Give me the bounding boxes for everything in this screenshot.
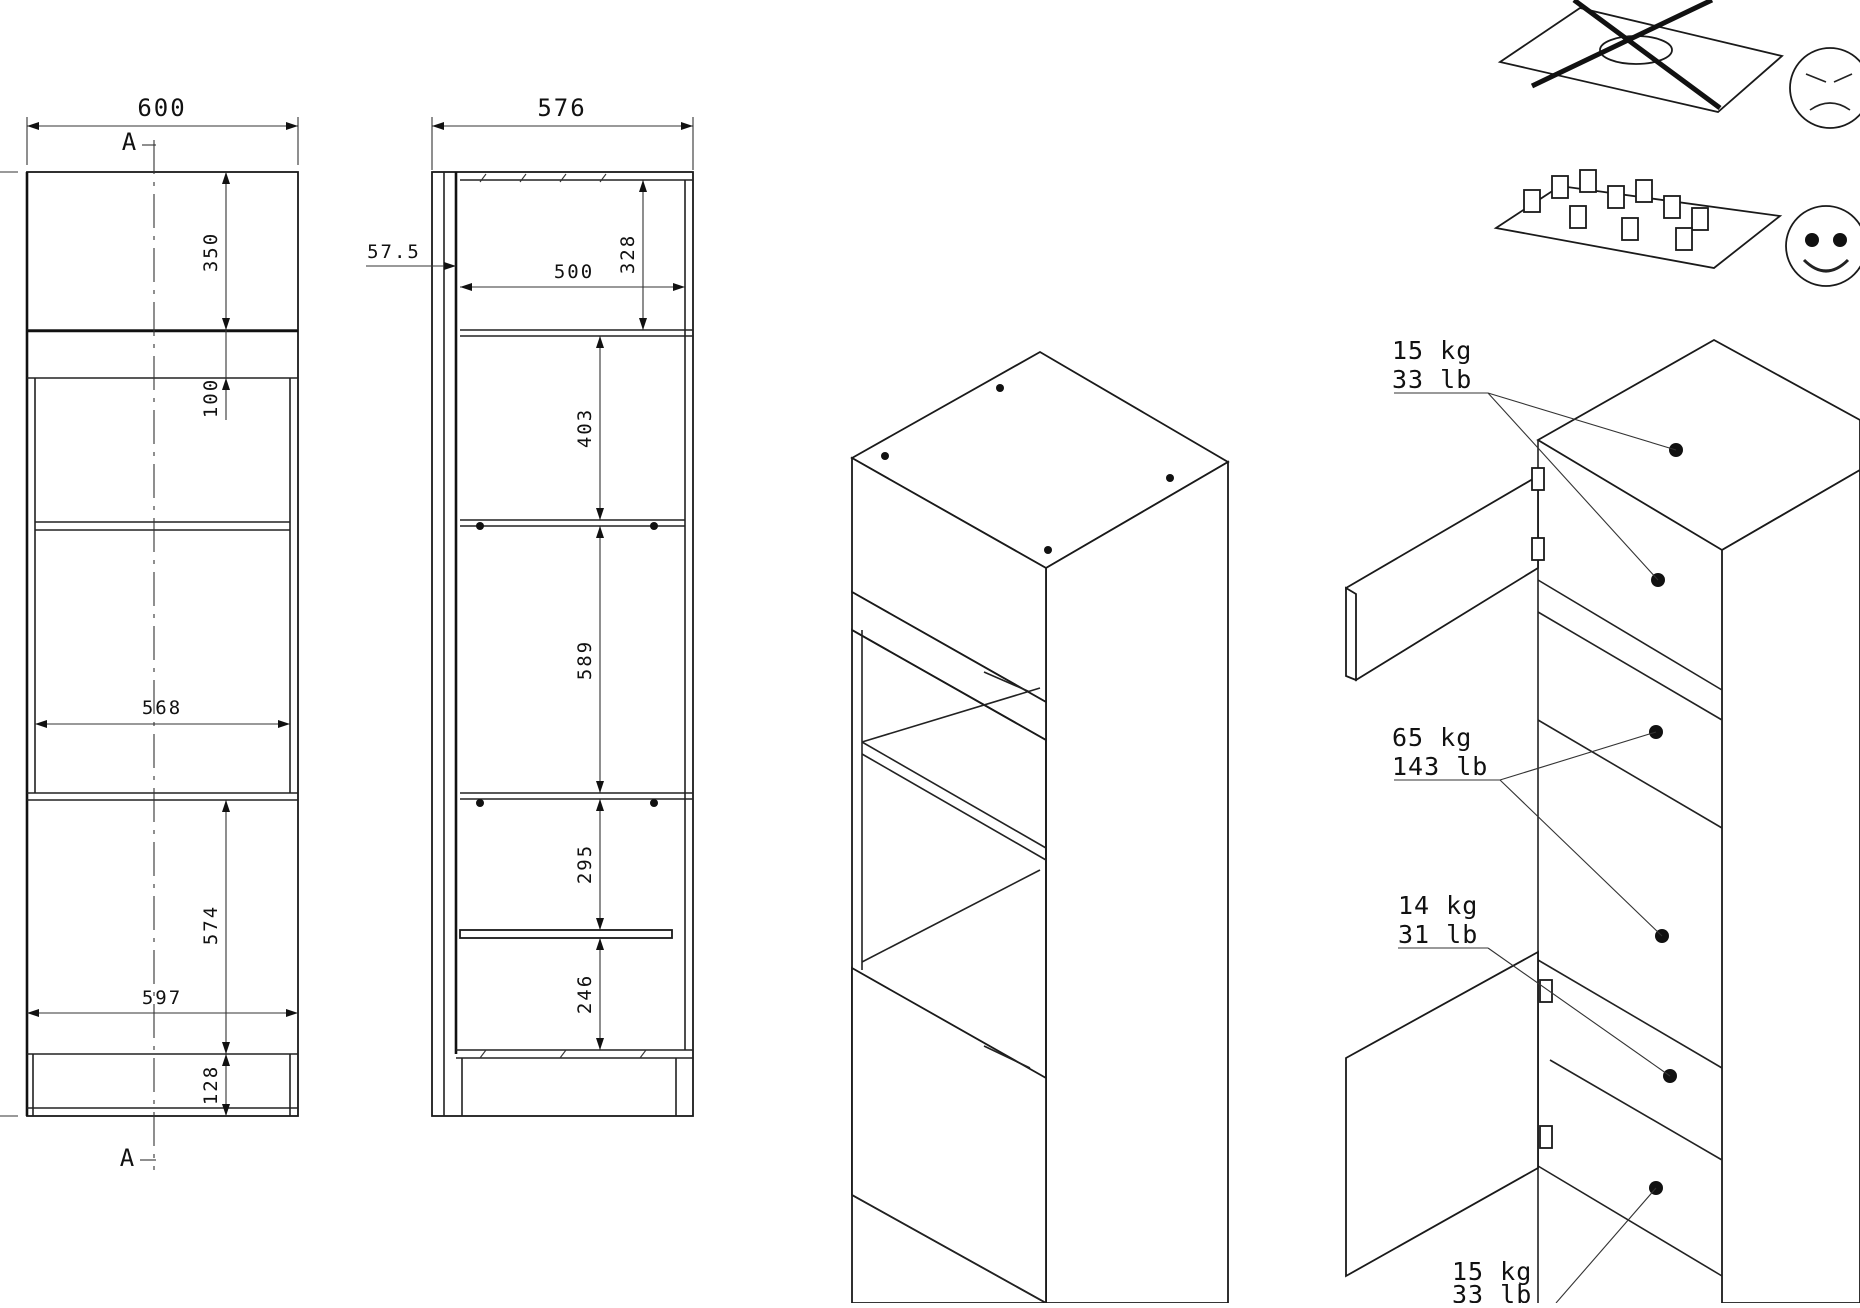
load-4-lb: 33 lb <box>1452 1280 1532 1303</box>
side-cabinet-outline <box>431 171 694 1117</box>
dim-offset: 57.5 <box>367 241 421 263</box>
dim-bottom-compartment: 246 <box>574 974 596 1014</box>
front-cabinet-outline <box>26 171 299 1117</box>
isometric-cabinet-closed <box>850 350 1230 1305</box>
dim-lower-compartment: 295 <box>574 844 596 884</box>
dim-inner-width: 568 <box>142 697 182 719</box>
side-section-view: 576 57.5 500 <box>366 94 694 1117</box>
dim-upper-niche: 403 <box>574 408 596 448</box>
load-2-kg: 65 kg <box>1392 723 1472 752</box>
front-view: 600 A 350 100 <box>0 94 299 1172</box>
load-3-kg: 14 kg <box>1398 891 1478 920</box>
load-1-lb: 33 lb <box>1392 365 1472 394</box>
dim-gap: 100 <box>200 378 222 418</box>
section-mark-top: A <box>122 128 138 156</box>
section-mark-bottom: A <box>120 1144 136 1172</box>
load-3-lb: 31 lb <box>1398 920 1478 949</box>
width-label: 600 <box>137 94 186 122</box>
angry-face-icon <box>1789 47 1860 129</box>
load-rule-good <box>1493 169 1860 287</box>
dim-top-door: 350 <box>200 232 222 272</box>
load-1-kg: 15 kg <box>1392 336 1472 365</box>
happy-face-icon <box>1785 205 1860 287</box>
dim-outer-width: 597 <box>142 987 182 1009</box>
dim-inner-depth: 500 <box>554 261 594 283</box>
isometric-cabinet-open: 15 kg 33 lb 65 kg 143 lb 14 kg 31 lb 15 … <box>1345 336 1860 1308</box>
depth-label: 576 <box>537 94 586 122</box>
dim-oven-niche: 589 <box>574 640 596 680</box>
load-rule-bad <box>1497 0 1860 129</box>
load-2-lb: 143 lb <box>1392 752 1488 781</box>
load-4-kg: 15 kg <box>1452 1257 1532 1286</box>
dim-bottom-door: 574 <box>200 905 222 945</box>
dim-plinth: 128 <box>200 1065 222 1105</box>
dim-top-compartment: 328 <box>617 234 639 274</box>
